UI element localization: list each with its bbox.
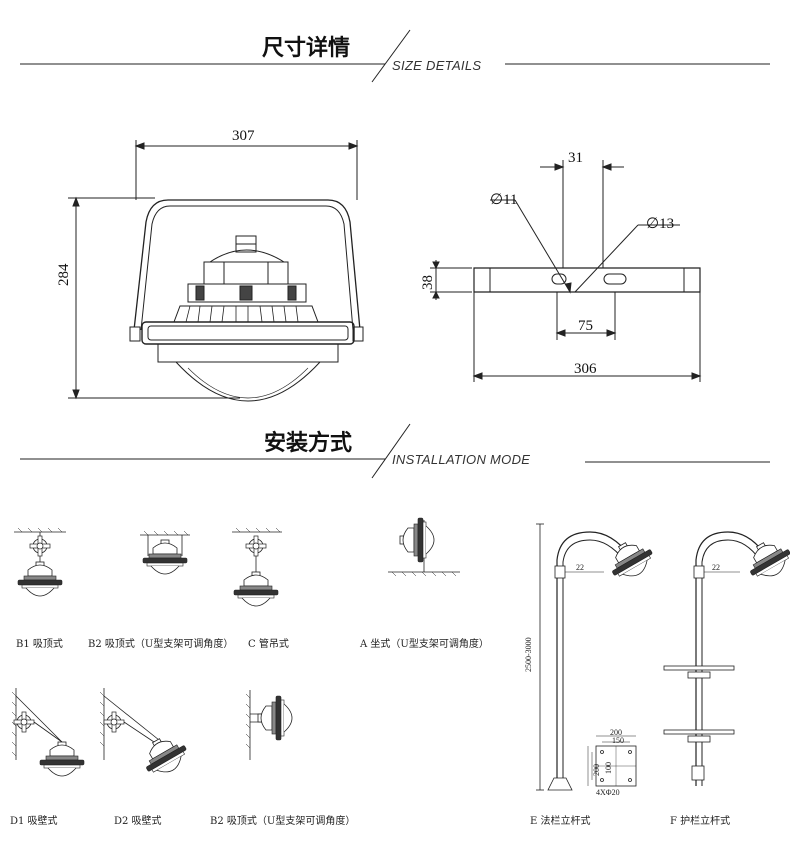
bracket-hole-spacing-dimension: 75 bbox=[578, 318, 593, 334]
install-b1-diagram bbox=[14, 527, 66, 597]
install-d2-diagram bbox=[99, 688, 193, 782]
lamp-width-dimension: 307 bbox=[232, 128, 255, 144]
lamp-height-dimension: 284 bbox=[56, 263, 72, 287]
pole-height-dimension: 2500-3000 bbox=[524, 637, 533, 672]
install-a-diagram bbox=[388, 517, 460, 577]
caption-d1: D1 吸壁式 bbox=[10, 816, 58, 827]
size-title-rule bbox=[20, 29, 770, 83]
caption-d2: D2 吸壁式 bbox=[114, 816, 162, 827]
install-d1-diagram bbox=[11, 688, 85, 777]
install-e-pole-diagram bbox=[536, 523, 659, 791]
size-details-subtitle: SIZE DETAILS bbox=[392, 58, 482, 73]
installation-mode-subtitle: INSTALLATION MODE bbox=[392, 452, 531, 467]
base-height2-dimension: 200 bbox=[592, 764, 601, 776]
size-details-title: 尺寸详情 bbox=[262, 36, 351, 61]
lamp-front-view bbox=[68, 140, 364, 402]
install-title-rule bbox=[20, 423, 770, 479]
bracket-side-view bbox=[430, 160, 702, 382]
installation-mode-title: 安装方式 bbox=[264, 431, 353, 456]
bracket-length-dimension: 306 bbox=[574, 361, 597, 377]
caption-b1: B1 吸顶式 bbox=[16, 639, 63, 650]
install-b2-diagram bbox=[140, 530, 190, 575]
base-bolts-dimension: 4XΦ20 bbox=[596, 788, 620, 797]
caption-e: E 法栏立杆式 bbox=[530, 816, 591, 827]
bracket-thickness-dimension: 38 bbox=[420, 275, 436, 290]
base-height-dimension: 100 bbox=[604, 762, 613, 774]
caption-b2: B2 吸顶式（U型支架可调角度） bbox=[88, 639, 234, 650]
base-width-dimension: 200 bbox=[610, 728, 622, 737]
caption-b2-wall: B2 吸顶式（U型支架可调角度） bbox=[210, 816, 356, 827]
bracket-hole-right-dimension: ∅13 bbox=[646, 216, 675, 232]
pole-e-arm-dimension: 22 bbox=[576, 563, 584, 572]
install-c-diagram bbox=[232, 527, 282, 607]
install-b2-wall-diagram bbox=[245, 690, 293, 760]
caption-a: A 坐式（U型支架可调角度） bbox=[360, 639, 489, 650]
bracket-top-dimension: 31 bbox=[568, 150, 583, 166]
caption-f: F 护栏立杆式 bbox=[670, 816, 731, 827]
base-inner-dimension: 150 bbox=[612, 736, 624, 745]
pole-f-arm-dimension: 22 bbox=[712, 563, 720, 572]
caption-c: C 管吊式 bbox=[248, 639, 289, 650]
bracket-hole-left-dimension: ∅11 bbox=[490, 192, 518, 208]
install-f-pole-diagram bbox=[663, 531, 790, 786]
